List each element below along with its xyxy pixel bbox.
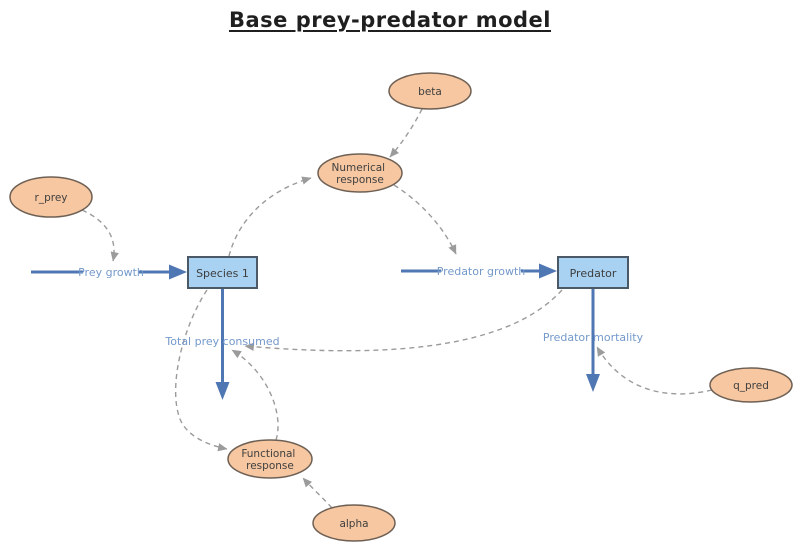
prey-growth-arrowhead-icon[interactable] (169, 264, 187, 280)
predator-growth-label: Predator growth (437, 265, 526, 278)
flow-total-prey-consumed: Total prey consumed (164, 289, 280, 400)
alpha-ellipse[interactable] (312, 504, 396, 542)
flow-predator-growth: Predator growth (401, 263, 557, 279)
prey-growth-label: Prey growth (78, 266, 144, 279)
influence-arrow-rprey-to-prey-growth[interactable] (81, 209, 119, 262)
stock-predator: Predator (557, 256, 629, 289)
influence-arrow-numerical-response-to-predator-growth[interactable] (393, 184, 457, 255)
species-1-box[interactable] (187, 256, 258, 289)
predator-growth-arrowhead-icon[interactable] (539, 263, 557, 279)
predator-label: Predator (570, 267, 617, 280)
diagram-title: Base prey-predator model (228, 8, 552, 32)
q-pred-ellipse[interactable] (709, 367, 793, 403)
influence-arrow-alpha-to-functional-response[interactable] (302, 477, 333, 509)
species-1-label: Species 1 (196, 267, 249, 280)
influence-arrow-qpred-to-predator-mortality[interactable] (596, 346, 713, 395)
r-prey-label: r_prey (35, 192, 68, 204)
influence-arrows (81, 108, 713, 509)
influence-arrow-functional-response-to-total-prey-consumed[interactable] (231, 349, 279, 441)
predator-mortality-arrowhead-icon[interactable] (586, 374, 600, 392)
flow-prey-growth: Prey growth (31, 264, 187, 280)
predator-box[interactable] (557, 256, 629, 289)
influence-arrow-species1-to-numerical-response[interactable] (228, 176, 312, 257)
variable-alpha: alpha (312, 504, 396, 542)
variable-q-pred: q_pred (709, 367, 793, 403)
beta-label: beta (418, 86, 442, 98)
variable-beta: beta (388, 72, 472, 110)
numerical-response-ellipse[interactable] (317, 153, 403, 193)
flow-predator-mortality: Predator mortality (543, 289, 644, 392)
variable-functional-response: Functional response (227, 439, 313, 479)
stock-species-1: Species 1 (187, 256, 258, 289)
influence-arrow-predator-to-total-prey-consumed[interactable] (244, 289, 563, 352)
q-pred-label: q_pred (733, 380, 769, 392)
alpha-label: alpha (339, 518, 368, 530)
predator-mortality-label: Predator mortality (543, 331, 644, 344)
total-prey-consumed-arrowhead-icon[interactable] (215, 382, 230, 400)
influence-arrow-beta-to-numerical-response[interactable] (389, 108, 423, 158)
beta-ellipse[interactable] (388, 72, 472, 110)
functional-response-label: Functional response (241, 448, 298, 472)
functional-response-ellipse[interactable] (227, 439, 313, 479)
total-prey-consumed-label: Total prey consumed (164, 335, 279, 348)
r-prey-ellipse[interactable] (9, 176, 93, 218)
influence-arrow-species1-to-functional-response[interactable] (174, 289, 228, 452)
variable-numerical-response: Numerical response (317, 153, 403, 193)
numerical-response-label: Numerical response (332, 162, 389, 186)
variable-r-prey: r_prey (9, 176, 93, 218)
